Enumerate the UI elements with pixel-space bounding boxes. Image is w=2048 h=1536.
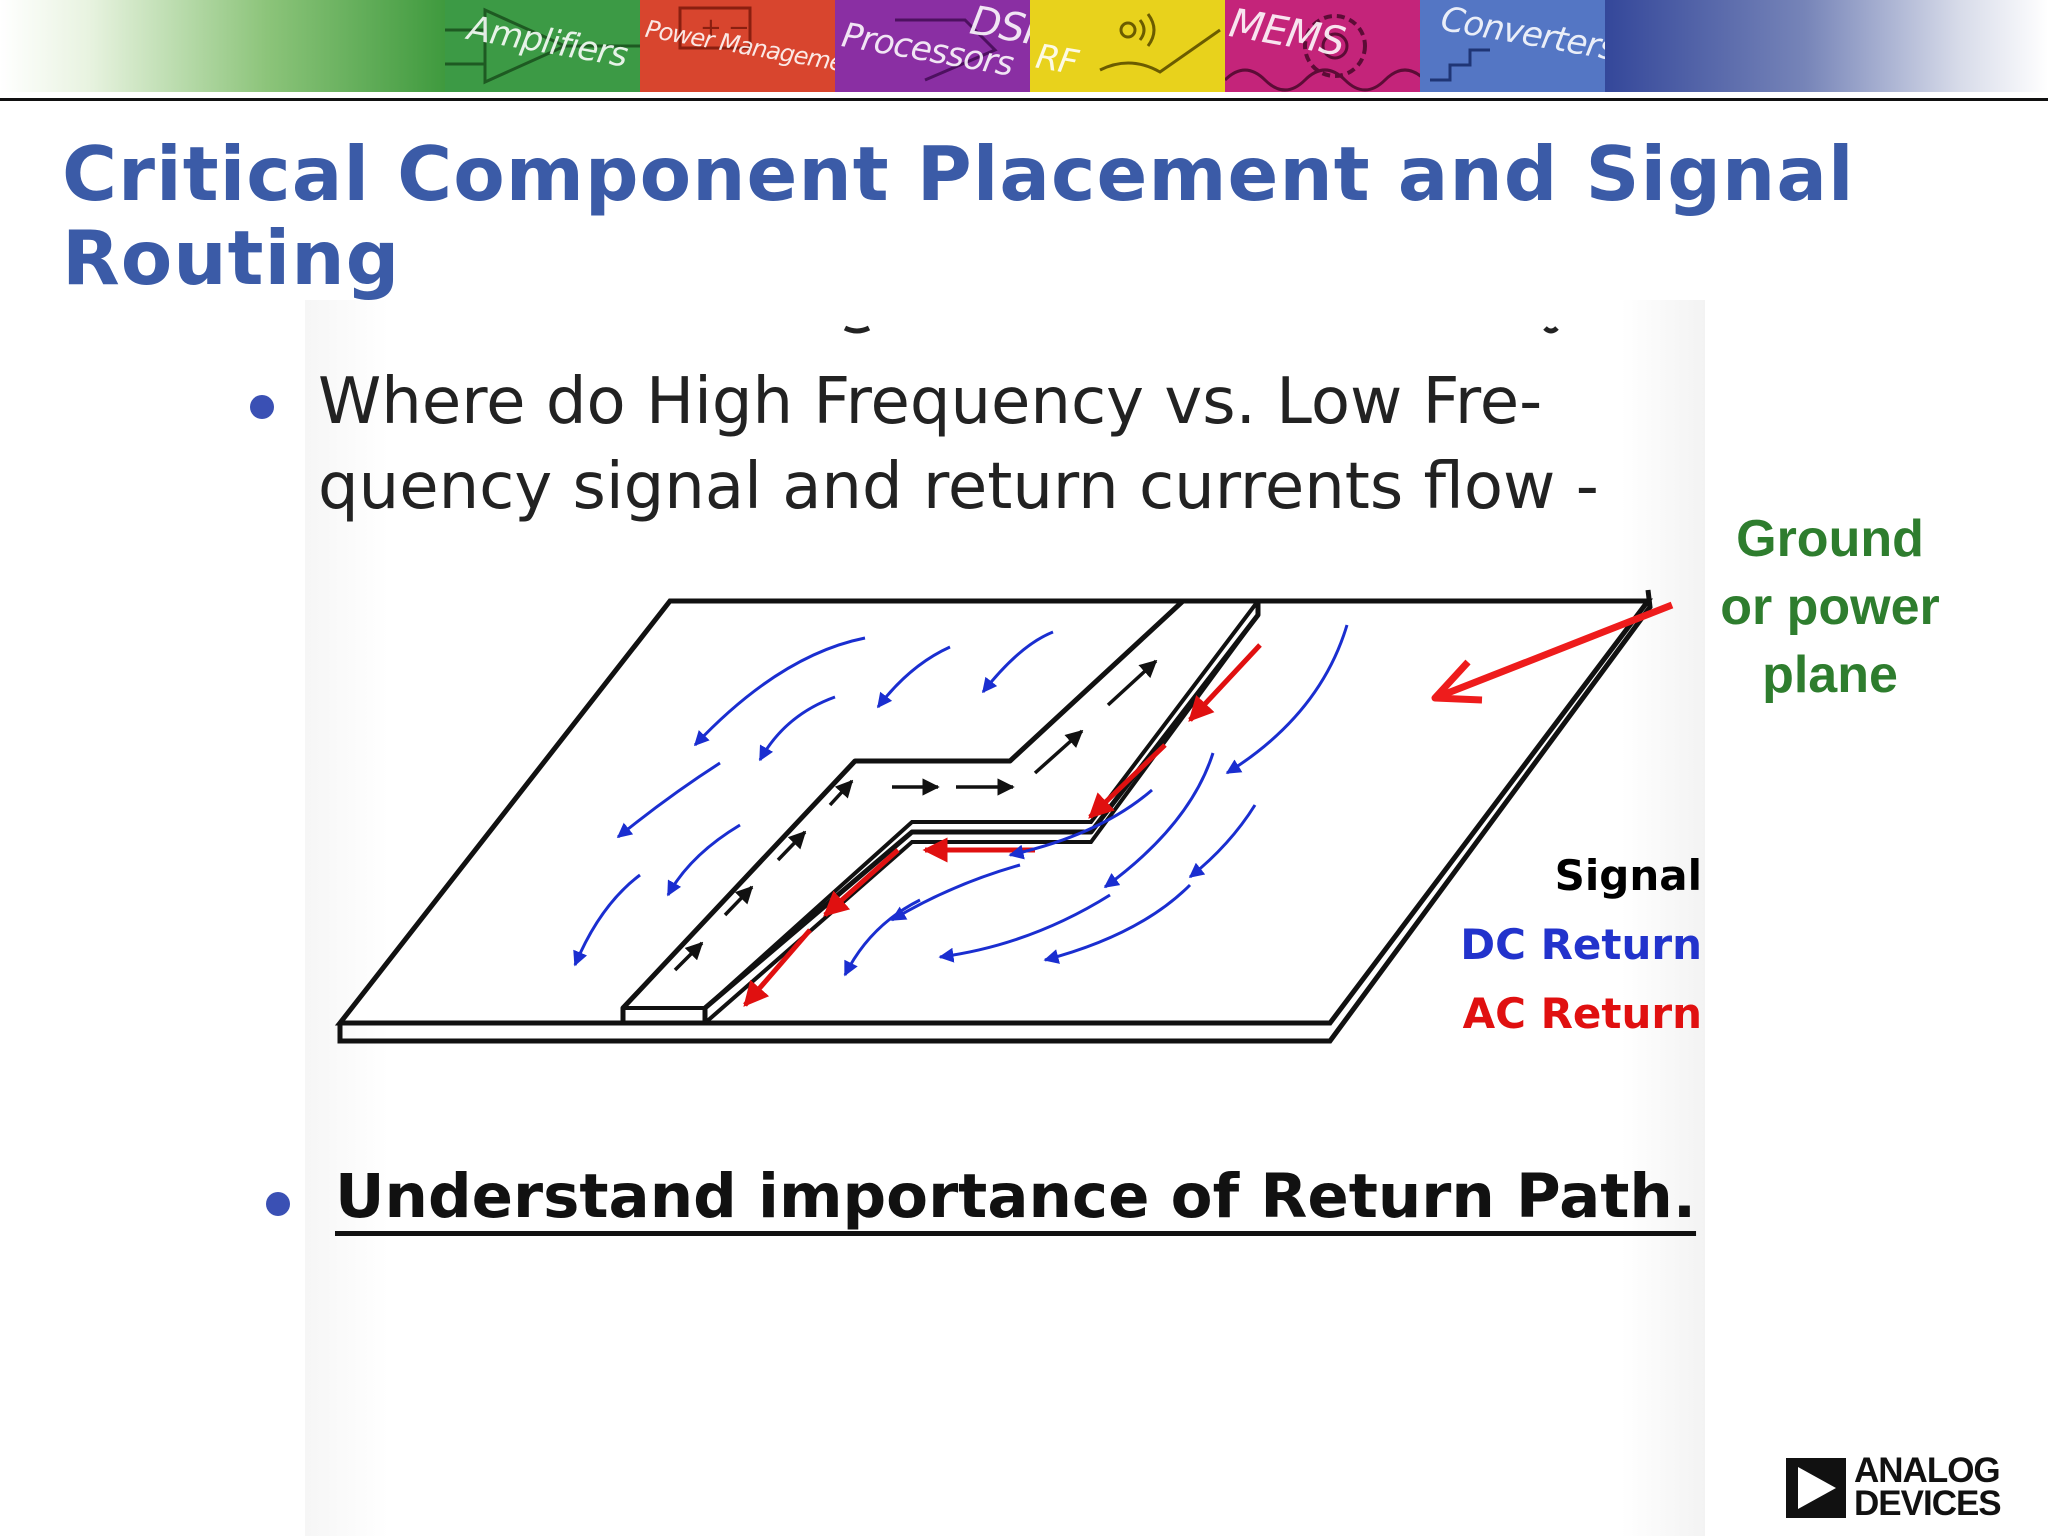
dc-return-arrow	[876, 645, 951, 709]
dc-return-arrow	[758, 695, 836, 762]
banner-segment-mems: MEMS	[1225, 0, 1420, 92]
dc-return-arrow	[1188, 804, 1257, 879]
banner-segment-processors: Processors DSP	[835, 0, 1030, 92]
logo-triangle-icon	[1786, 1458, 1846, 1518]
signal-arrow	[723, 885, 754, 917]
banner-label-rf: RF	[1032, 36, 1081, 84]
bullet-1-text: Where do High Frequency vs. Low Fre- que…	[318, 365, 1599, 524]
return-current-diagram	[334, 589, 1654, 1044]
dc-return-arrow	[693, 636, 866, 747]
signal-arrow	[1033, 729, 1084, 775]
logo-line-2: DEVICES	[1854, 1484, 2002, 1523]
callout-arrow	[1431, 601, 1674, 704]
converter-waveform-icon	[1430, 48, 1490, 82]
dc-return-arrow	[1043, 883, 1192, 964]
dc-return-arrow	[573, 873, 641, 967]
dc-return-arrow	[938, 893, 1111, 963]
slide-title: Critical Component Placement and Signal …	[62, 130, 1855, 302]
signal-arrow	[828, 779, 854, 807]
amplifier-symbol-icon	[445, 7, 640, 85]
legend-dc-return: DC Return	[1460, 920, 1702, 969]
dc-return-arrow	[890, 863, 1021, 922]
signal-current-arrows	[673, 659, 1158, 972]
ac-return-arrows	[743, 643, 1262, 1007]
banner-segment-converters: Converters	[1420, 0, 1615, 92]
bullet-dot-2	[266, 1192, 290, 1216]
analog-devices-logo: ANALOG DEVICES	[1786, 1453, 2002, 1524]
banner-segment-power-management: + − Power Management	[640, 0, 835, 92]
gear-icon	[1225, 14, 1420, 92]
callout-line-2: or power	[1720, 578, 1940, 636]
ground-plane-callout: Ground or power plane	[1680, 505, 1980, 709]
dc-return-arrow	[1103, 752, 1215, 889]
svg-text:−: −	[728, 13, 750, 43]
ac-return-arrow	[743, 928, 812, 1007]
dc-return-arrow	[1008, 788, 1153, 860]
ac-return-arrow	[823, 848, 900, 917]
banner-fade-right	[1605, 0, 2048, 92]
signal-arrow	[1106, 659, 1158, 707]
logo-wordmark: ANALOG DEVICES	[1854, 1451, 2002, 1523]
bullet-2-text: Understand importance of Return Path.	[335, 1161, 1697, 1232]
dc-return-arrows	[573, 624, 1349, 977]
dc-return-arrow	[666, 823, 741, 897]
logo-line-1: ANALOG	[1854, 1451, 2001, 1490]
ac-return-arrow	[1188, 643, 1262, 722]
signal-arrow	[776, 830, 807, 862]
product-banner: Amplifiers + − Power Management Processo…	[0, 0, 2048, 92]
signal-arrow	[673, 941, 704, 972]
svg-text:+: +	[700, 13, 722, 43]
banner-segment-amplifiers: Amplifiers	[445, 0, 640, 92]
battery-icon: + −	[678, 6, 752, 50]
dc-return-arrow	[1225, 624, 1349, 775]
dc-return-arrow	[616, 761, 721, 839]
callout-line-3: plane	[1762, 646, 1898, 704]
dc-return-arrow	[981, 630, 1054, 694]
ac-return-arrow	[1088, 743, 1167, 819]
dc-return-arrow	[843, 898, 921, 977]
legend-ac-return: AC Return	[1462, 989, 1702, 1038]
antenna-icon	[1099, 13, 1221, 74]
header-rule	[0, 98, 2048, 101]
banner-fade-left	[0, 0, 445, 92]
legend-signal: Signal	[1554, 851, 1702, 900]
bullet-dot-1	[250, 395, 274, 419]
banner-segment-rf: RF	[1030, 0, 1225, 92]
cropped-text-remnants	[843, 325, 1559, 334]
chip-icon	[895, 18, 998, 82]
callout-line-1: Ground	[1736, 510, 1924, 568]
